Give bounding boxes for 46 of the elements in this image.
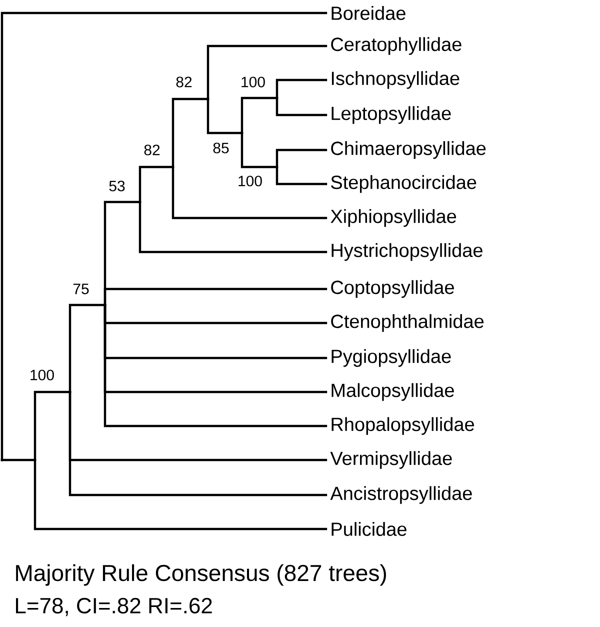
support-value: 100 bbox=[238, 176, 262, 186]
tree-branch bbox=[138, 166, 173, 204]
tree-branch bbox=[240, 132, 277, 168]
taxon-label: Ctenophthalmidae bbox=[331, 314, 484, 332]
support-value: 85 bbox=[213, 142, 229, 154]
taxon-label: Vermipsyllidae bbox=[330, 451, 452, 469]
support-value: 100 bbox=[242, 76, 265, 88]
tree-branch bbox=[276, 96, 328, 116]
tree-branch bbox=[104, 288, 328, 306]
taxon-label: Xiphiopsyllidae bbox=[330, 209, 456, 227]
statistics-note: L=78, CI=.82 RI=.62 bbox=[16, 598, 212, 616]
taxon-label: Ischnopsyllidae bbox=[332, 71, 460, 89]
taxon-label: Pygiopsyllidae bbox=[332, 349, 451, 367]
tree-branch bbox=[138, 200, 328, 254]
taxon-label: Pulicidae bbox=[332, 522, 406, 536]
taxon-label: Leptopsyllidae bbox=[332, 106, 451, 124]
tree-branch bbox=[104, 304, 328, 428]
support-value: 75 bbox=[73, 284, 89, 294]
tree-branch bbox=[0, 458, 35, 462]
tree-branch bbox=[206, 98, 242, 134]
tree-branch bbox=[276, 78, 328, 100]
tree-branch bbox=[276, 148, 328, 168]
support-value: 82 bbox=[144, 144, 160, 156]
taxon-label: Coptopsyllidae bbox=[331, 280, 454, 298]
tree-branch bbox=[206, 44, 328, 100]
tree-branch bbox=[172, 98, 208, 168]
tree-branch bbox=[34, 458, 328, 530]
support-value: 53 bbox=[109, 180, 125, 192]
tree-branch bbox=[276, 166, 328, 186]
taxon-label: Rhopalopsyllidae bbox=[332, 417, 474, 435]
taxon-label: Ancistropsyllidae bbox=[330, 486, 472, 504]
tree-branch bbox=[34, 390, 70, 462]
tree-branch bbox=[68, 390, 328, 496]
taxon-label: Boreidae bbox=[332, 6, 406, 20]
taxon-label: Malcopsyllidae bbox=[332, 383, 454, 401]
support-value: 100 bbox=[30, 370, 54, 380]
tree-branch bbox=[0, 12, 328, 462]
support-value: 82 bbox=[176, 76, 192, 88]
taxon-label: Stephanocircidae bbox=[331, 175, 476, 193]
tree-branch bbox=[240, 96, 277, 134]
caption: Majority Rule Consensus (827 trees) bbox=[16, 564, 386, 586]
tree-branch bbox=[172, 166, 328, 220]
tree-branch bbox=[68, 304, 105, 394]
taxon-label: Chimaeropsyllidae bbox=[331, 141, 486, 159]
taxon-label: Hystrichopsyllidae bbox=[332, 243, 482, 261]
taxon-label: Ceratophyllidae bbox=[331, 37, 462, 55]
